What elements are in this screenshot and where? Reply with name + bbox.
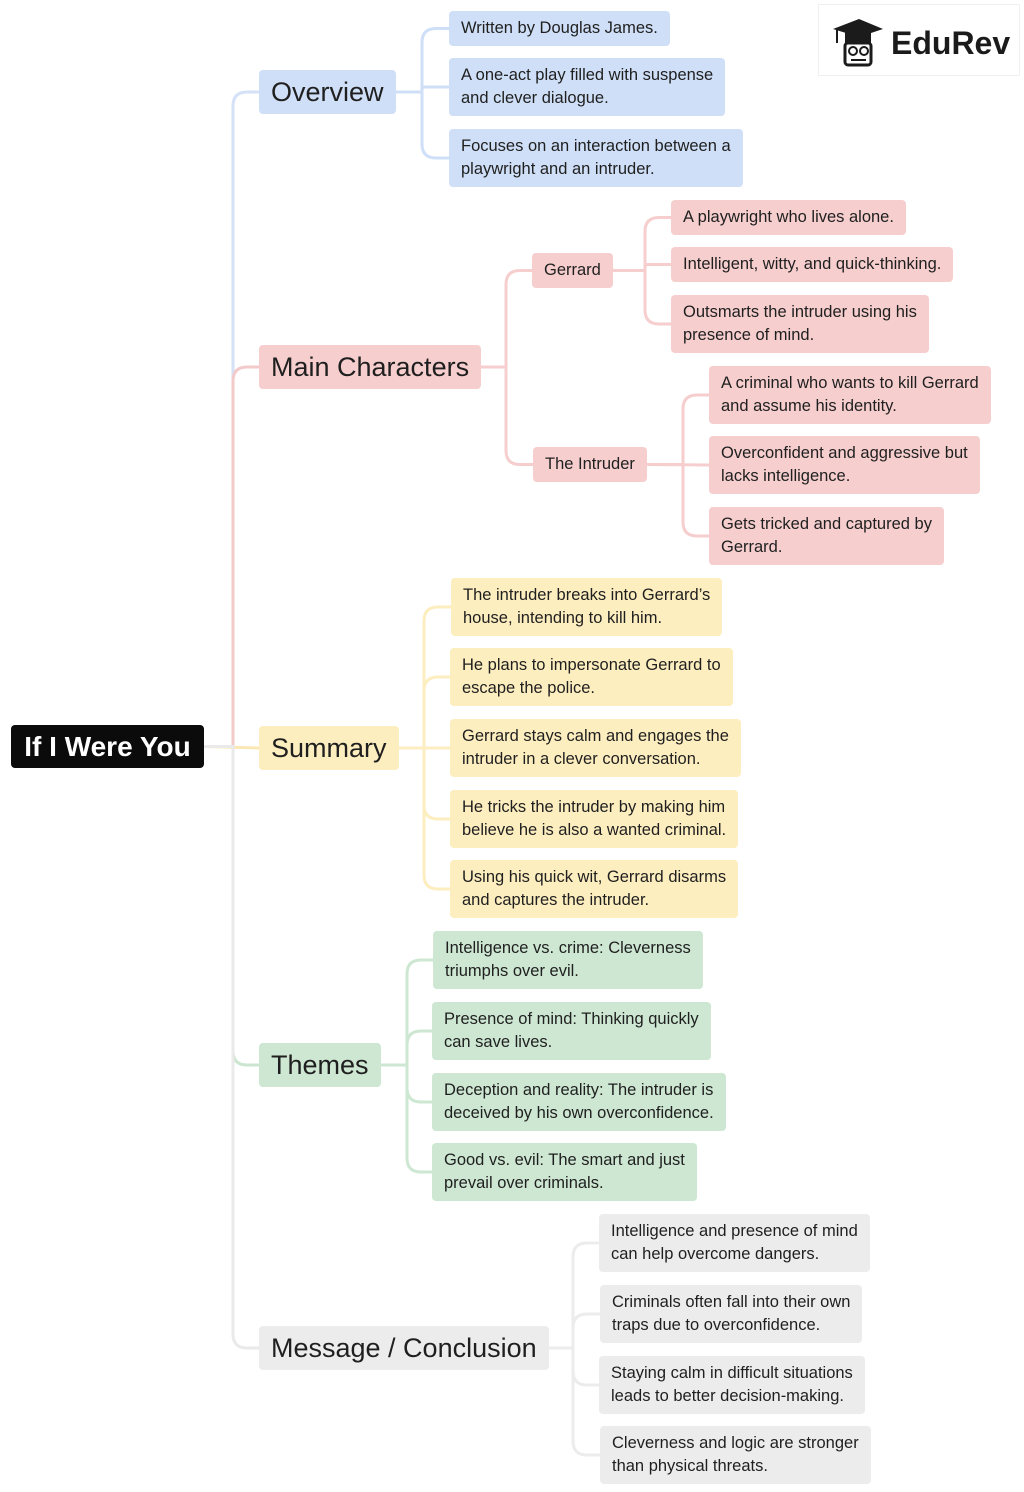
edurev-logo: EduRev bbox=[818, 4, 1020, 76]
theme-item: Good vs. evil: The smart and just prevai… bbox=[432, 1143, 697, 1201]
intruder-item: Overconfident and aggressive but lacks i… bbox=[709, 436, 980, 494]
connector-line bbox=[399, 746, 450, 821]
theme-item: Presence of mind: Thinking quickly can s… bbox=[432, 1002, 711, 1060]
connector-line bbox=[647, 393, 709, 466]
connector-line bbox=[204, 90, 259, 748]
branch-themes: Themes bbox=[259, 1043, 381, 1087]
root-topic: If I Were You bbox=[11, 725, 204, 768]
theme-item: Intelligence vs. crime: Cleverness trium… bbox=[433, 931, 703, 989]
connector-line bbox=[396, 90, 449, 160]
summary-item: The intruder breaks into Gerrard’s house… bbox=[451, 578, 723, 636]
connector-line bbox=[381, 1063, 432, 1174]
overview-item: Written by Douglas James. bbox=[449, 11, 670, 46]
connector-line bbox=[399, 746, 450, 891]
connector-line bbox=[203, 745, 260, 750]
branch-summary: Summary bbox=[259, 726, 399, 770]
connector-line bbox=[646, 463, 710, 467]
branch-message-conclusion: Message / Conclusion bbox=[259, 1326, 549, 1370]
gerrard-item: Intelligent, witty, and quick-thinking. bbox=[671, 247, 954, 282]
summary-item: He plans to impersonate Gerrard to escap… bbox=[450, 648, 733, 706]
connector-line bbox=[481, 269, 532, 369]
message-item: Cleverness and logic are stronger than p… bbox=[600, 1426, 871, 1484]
character-intruder: The Intruder bbox=[533, 447, 647, 482]
connector-line bbox=[399, 675, 450, 750]
theme-item: Deception and reality: The intruder is d… bbox=[432, 1073, 726, 1131]
intruder-item: A criminal who wants to kill Gerrard and… bbox=[709, 366, 991, 424]
connector-line bbox=[381, 1029, 432, 1067]
graduation-cap-icon bbox=[833, 19, 883, 67]
message-item: Intelligence and presence of mind can he… bbox=[599, 1214, 870, 1272]
branch-overview: Overview bbox=[259, 70, 396, 114]
connector-line bbox=[549, 1346, 599, 1387]
connector-line bbox=[481, 365, 533, 466]
message-item: Staying calm in difficult situations lea… bbox=[599, 1356, 865, 1414]
summary-item: Using his quick wit, Gerrard disarms and… bbox=[450, 860, 739, 918]
connector-line bbox=[613, 269, 671, 326]
connector-line bbox=[204, 365, 259, 748]
connector-line bbox=[613, 216, 671, 272]
intruder-item: Gets tricked and captured by Gerrard. bbox=[709, 507, 944, 565]
connector-line bbox=[396, 85, 449, 94]
logo-text: EduRev bbox=[891, 25, 1011, 61]
connector-line bbox=[549, 1241, 599, 1350]
connector-line bbox=[549, 1346, 600, 1457]
connector-line bbox=[381, 1063, 432, 1104]
gerrard-item: Outsmarts the intruder using his presenc… bbox=[671, 295, 929, 353]
connector-line bbox=[381, 958, 433, 1067]
character-gerrard: Gerrard bbox=[532, 253, 613, 288]
branch-main-characters: Main Characters bbox=[259, 345, 482, 389]
gerrard-item: A playwright who lives alone. bbox=[671, 200, 906, 235]
connector-line bbox=[549, 1312, 600, 1350]
connector-line bbox=[647, 463, 709, 538]
summary-item: He tricks the intruder by making him bel… bbox=[450, 790, 739, 848]
overview-item: A one-act play filled with suspense and … bbox=[449, 58, 726, 116]
connector-line bbox=[396, 27, 449, 94]
connector-line bbox=[204, 745, 259, 1067]
connector-line bbox=[399, 605, 451, 750]
connector-line bbox=[204, 745, 259, 1350]
connector-line bbox=[613, 263, 671, 272]
message-item: Criminals often fall into their own trap… bbox=[600, 1285, 863, 1343]
overview-item: Focuses on an interaction between a play… bbox=[449, 129, 743, 187]
summary-item: Gerrard stays calm and engages the intru… bbox=[450, 719, 741, 777]
